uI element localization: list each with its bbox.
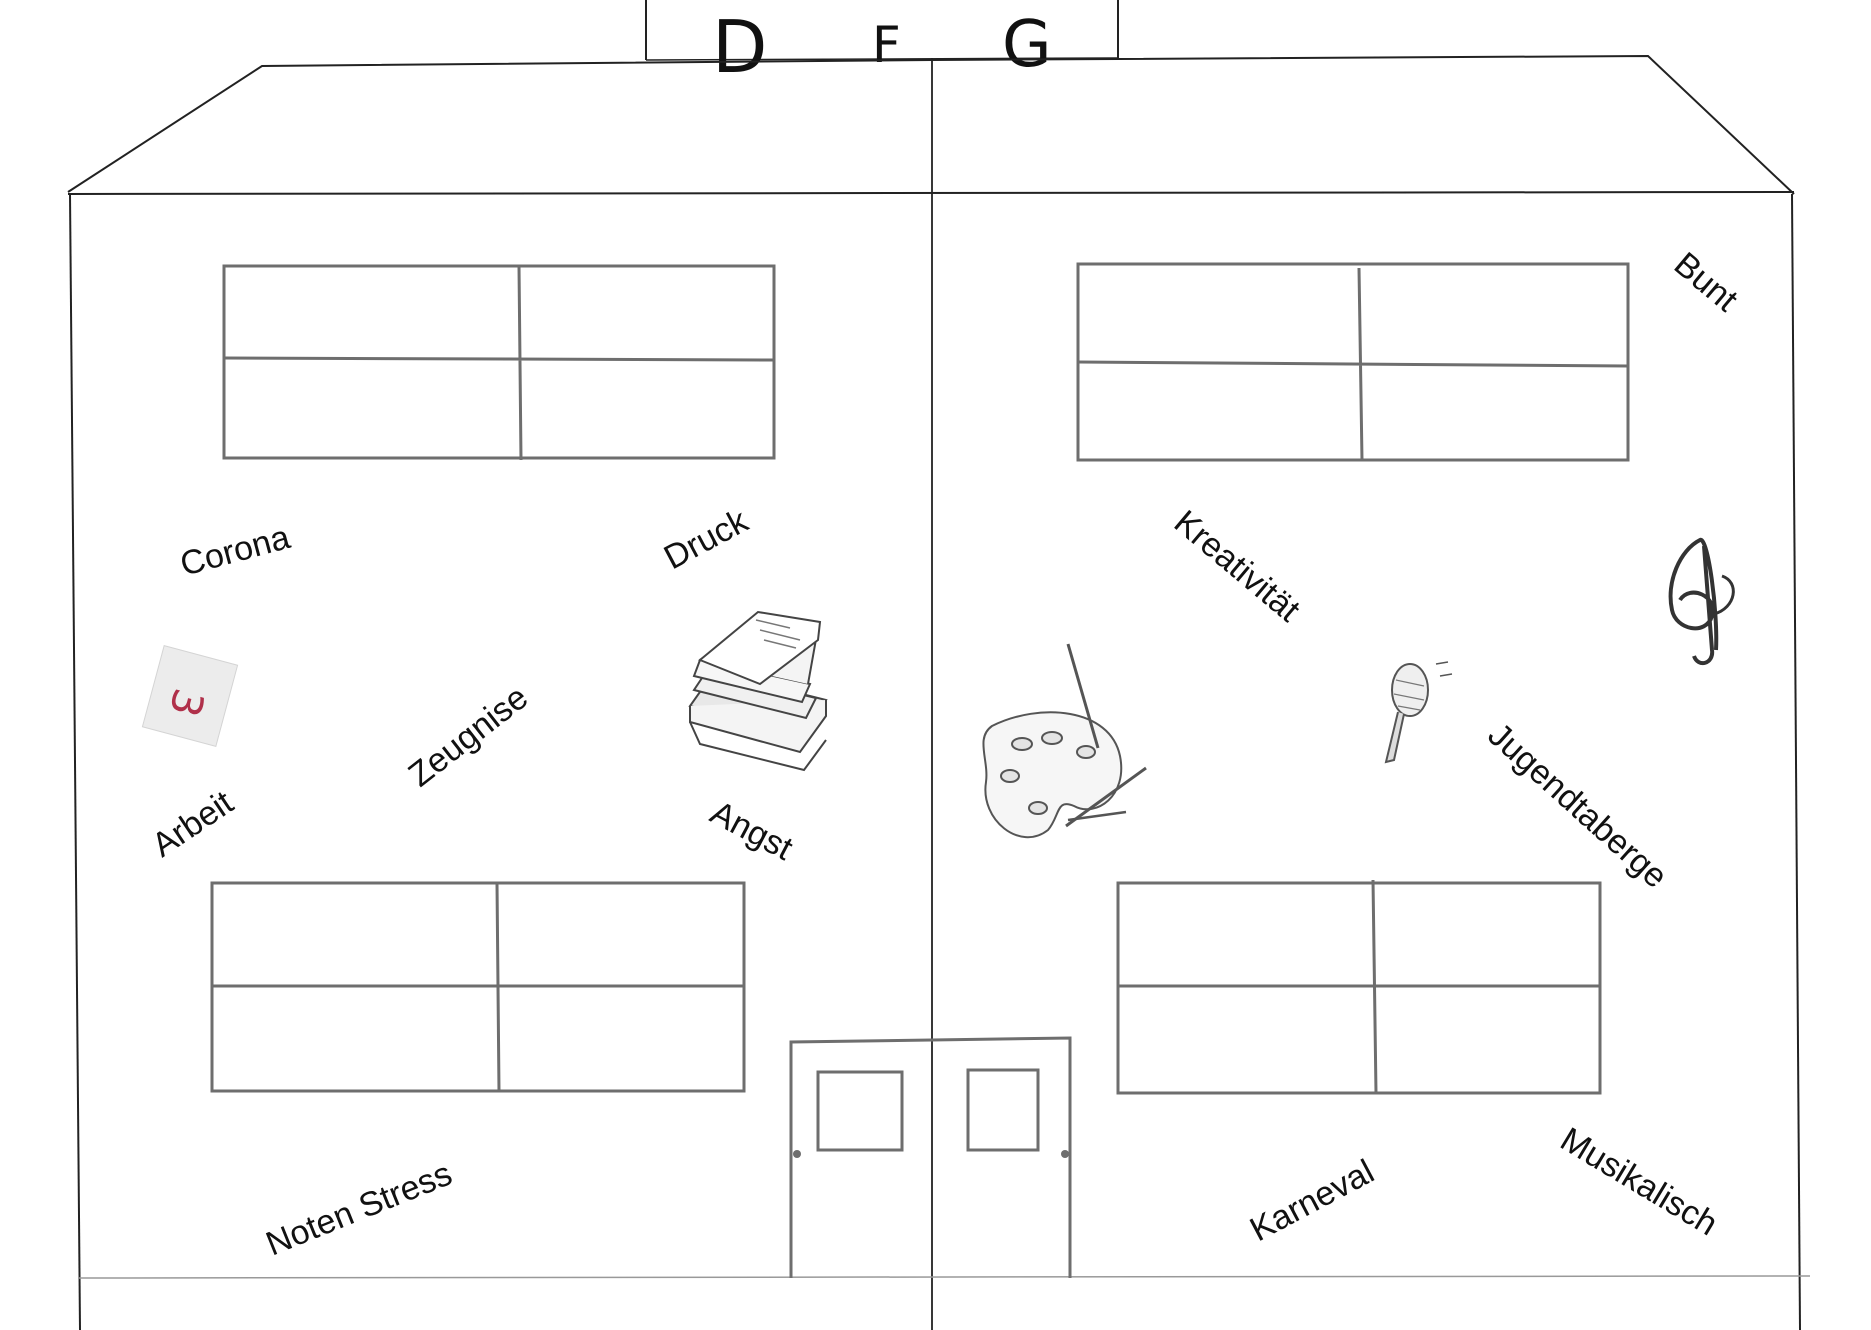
word-corona: Corona (176, 518, 294, 584)
window-bottom-right (1116, 879, 1602, 1095)
treble-clef-icon (1668, 537, 1735, 666)
windows (210, 262, 1630, 1095)
paint-palette-icon (982, 643, 1147, 839)
grade-note-icon: 3 (141, 644, 239, 748)
word-arbeit: Arbeit (145, 783, 240, 864)
microphone-icon (1384, 661, 1453, 764)
word-bunt: Bunt (1667, 245, 1745, 319)
school-sign: D F G (645, 0, 1119, 89)
books-stack-icon (688, 610, 828, 772)
word-karneval: Karneval (1244, 1153, 1380, 1250)
window-bottom-left (210, 881, 746, 1093)
right-half-words: Bunt Kreativität Jugendtaberge Karneval … (1167, 245, 1745, 1249)
roof (67, 54, 1795, 195)
sign-letter-f: F (872, 16, 901, 74)
word-zeugnise: Zeugnise (402, 678, 536, 794)
building-walls (69, 58, 1811, 1330)
word-druck: Druck (658, 501, 755, 577)
entrance-door (789, 1036, 1072, 1278)
word-angst: Angst (704, 794, 799, 869)
window-top-right (1076, 262, 1630, 462)
word-kreativitaet: Kreativität (1167, 503, 1308, 630)
word-jugendtaberge: Jugendtaberge (1481, 716, 1675, 896)
word-musikalisch: Musikalisch (1554, 1120, 1724, 1243)
word-noten-stress: Noten Stress (261, 1155, 457, 1264)
window-top-left (222, 264, 776, 461)
sign-letter-d: D (712, 5, 767, 89)
sign-letter-g: G (1002, 8, 1052, 82)
